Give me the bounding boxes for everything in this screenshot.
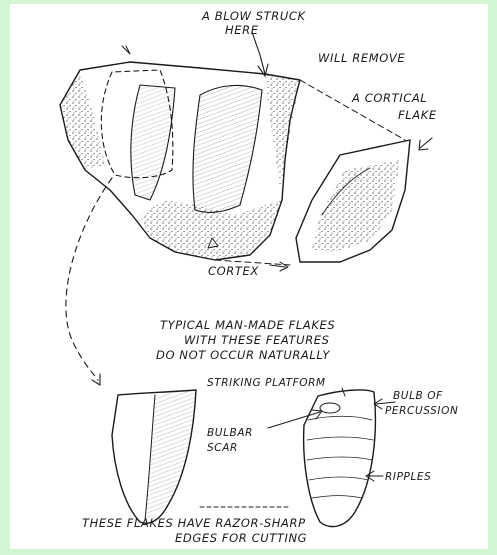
label-blow-1: A BLOW STRUCK — [201, 9, 307, 23]
label-remove-3: FLAKE — [398, 108, 437, 122]
label-blow-2: HERE — [225, 23, 259, 37]
label-remove-2: A CORTICAL — [351, 91, 427, 105]
label-typical-3: DO NOT OCCUR NATURALLY — [156, 348, 330, 362]
core-cortex-left — [60, 72, 105, 170]
removal-path-arrow — [66, 178, 112, 380]
label-bottom-2: EDGES FOR CUTTING — [175, 531, 307, 545]
flake-dorsal-view — [112, 390, 196, 523]
flake-ventral-view — [268, 388, 395, 527]
label-striking-platform: STRIKING PLATFORM — [207, 377, 326, 389]
label-cortex: CORTEX — [208, 264, 259, 278]
label-bulbar-2: SCAR — [207, 442, 238, 454]
cortical-flake — [296, 138, 432, 262]
label-typical-2: WITH THESE FEATURES — [184, 333, 330, 347]
core-cortex-right — [265, 74, 300, 200]
label-typical-1: TYPICAL MAN-MADE FLAKES — [160, 318, 335, 332]
label-bottom-1: THESE FLAKES HAVE RAZOR-SHARP — [82, 516, 306, 530]
label-remove-1: WILL REMOVE — [318, 51, 405, 65]
label-ripples: RIPPLES — [385, 471, 431, 483]
label-bulb-2: PERCUSSION — [385, 405, 458, 417]
label-bulb-1: BULB OF — [393, 390, 443, 402]
label-bulbar-1: BULBAR — [207, 427, 253, 439]
cortical-flake-cortex — [312, 160, 400, 252]
removal-path-arrowhead — [92, 374, 100, 385]
